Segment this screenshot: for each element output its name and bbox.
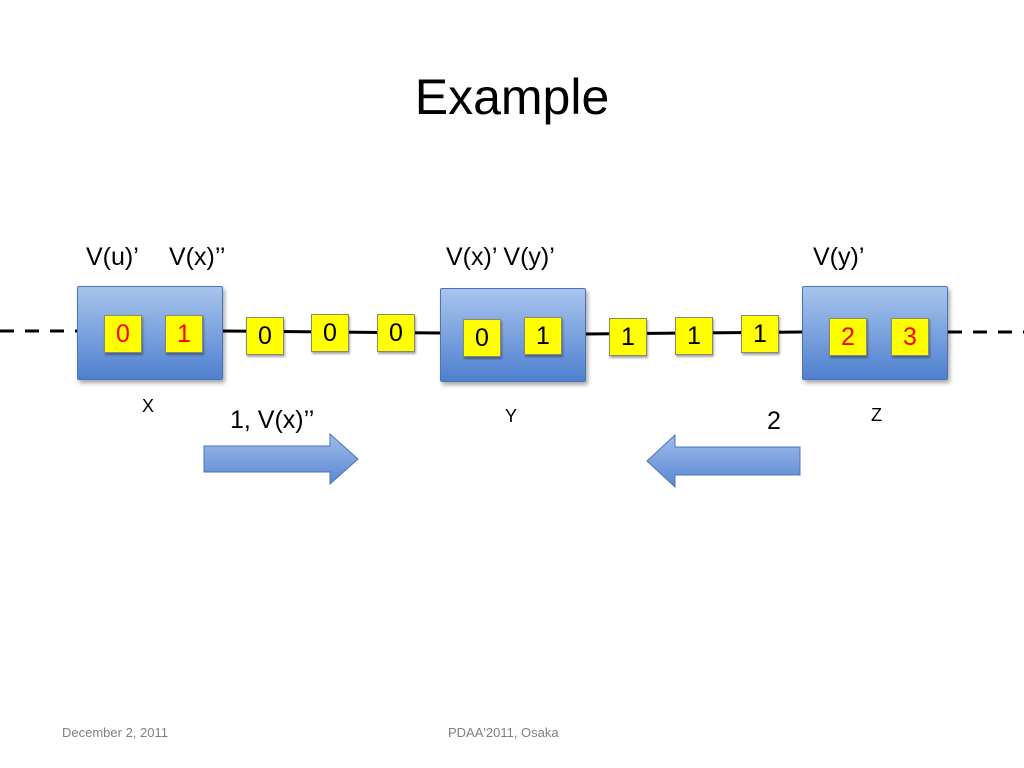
channel-xy-cell-1: 0 (311, 314, 349, 352)
node-x-cell-1: 1 (165, 315, 203, 353)
footer-date: December 2, 2011 (62, 725, 168, 740)
slide-title: Example (414, 69, 610, 125)
node-z-cell-1: 3 (891, 318, 929, 356)
node-y-cell-1: 1 (524, 317, 562, 355)
arrow-left-label: 2 (767, 407, 781, 435)
right-arrow-icon (203, 432, 359, 486)
channel-yz-cell-1: 1 (675, 317, 713, 355)
channel-yz-cell-2: 1 (741, 315, 779, 353)
arrow-right-label: 1, V(x)’’ (230, 406, 315, 434)
label-vu-prime: V(u)’ (86, 243, 139, 271)
label-vx-double-prime: V(x)’’ (169, 243, 226, 271)
node-z-name: Z (871, 405, 882, 425)
channel-yz-cell-0: 1 (609, 318, 647, 356)
node-x-name: X (142, 396, 155, 416)
footer-conference: PDAA'2011, Osaka (448, 725, 559, 740)
node-y-name: Y (505, 406, 518, 426)
node-y-cell-0: 0 (463, 319, 501, 357)
channel-xy-cell-0: 0 (246, 317, 284, 355)
node-x-cell-0: 0 (104, 315, 142, 353)
label-vx-vy-prime: V(x)’ V(y)’ (446, 243, 555, 271)
channel-xy-cell-2: 0 (377, 314, 415, 352)
left-arrow-icon (646, 433, 801, 489)
node-y (440, 288, 586, 382)
label-vy-prime: V(y)’ (813, 243, 865, 271)
node-z-cell-0: 2 (829, 318, 867, 356)
